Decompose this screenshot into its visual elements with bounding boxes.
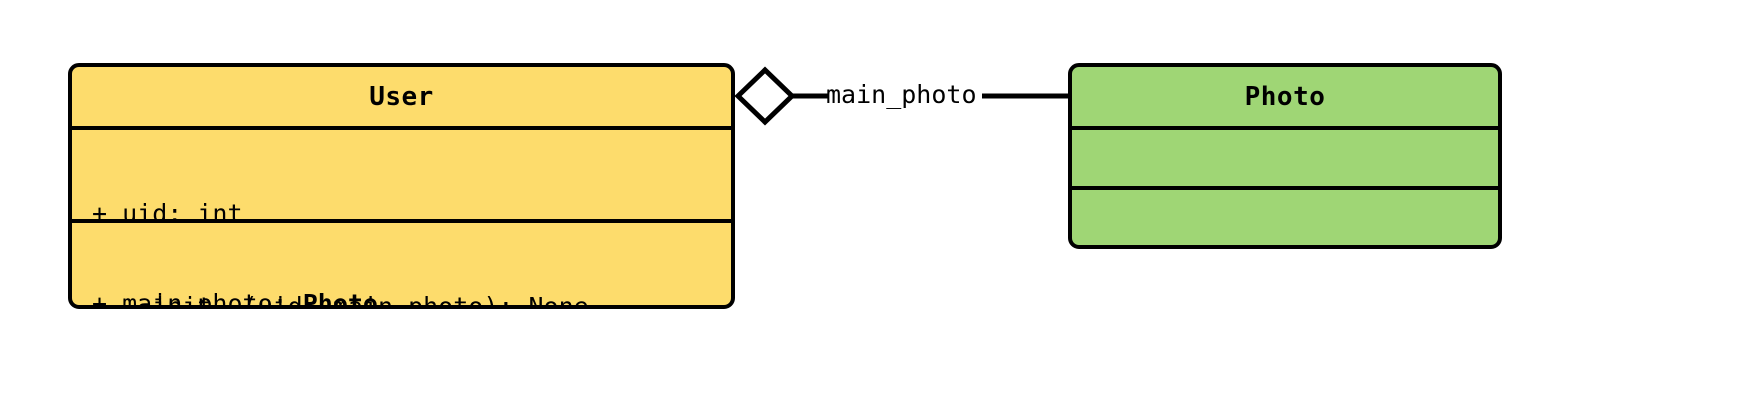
uml-class-photo-methods	[1072, 186, 1498, 245]
uml-class-user-methods: + __init__(uid, main_photo): None	[72, 219, 731, 309]
uml-class-photo-attributes	[1072, 126, 1498, 186]
aggregation-diamond-icon	[734, 66, 796, 126]
uml-class-photo[interactable]: Photo	[1068, 63, 1502, 249]
uml-attribute-main-photo-prefix: + main_photo:	[92, 289, 303, 309]
uml-relationship-aggregation[interactable]	[730, 63, 1075, 143]
uml-class-user-attributes: + uid: int + main_photo: Photo	[72, 126, 731, 305]
uml-attribute-main-photo: + main_photo: Photo	[92, 289, 715, 309]
uml-class-user-title: User	[369, 81, 434, 112]
uml-relationship-label-main-photo: main_photo	[826, 80, 977, 109]
uml-attribute-main-photo-type: Photo	[302, 289, 378, 309]
uml-class-user[interactable]: User + uid: int + main_photo: Photo + __…	[68, 63, 735, 309]
uml-method-init: + __init__(uid, main_photo): None	[92, 292, 589, 309]
uml-class-photo-title: Photo	[1244, 81, 1326, 112]
